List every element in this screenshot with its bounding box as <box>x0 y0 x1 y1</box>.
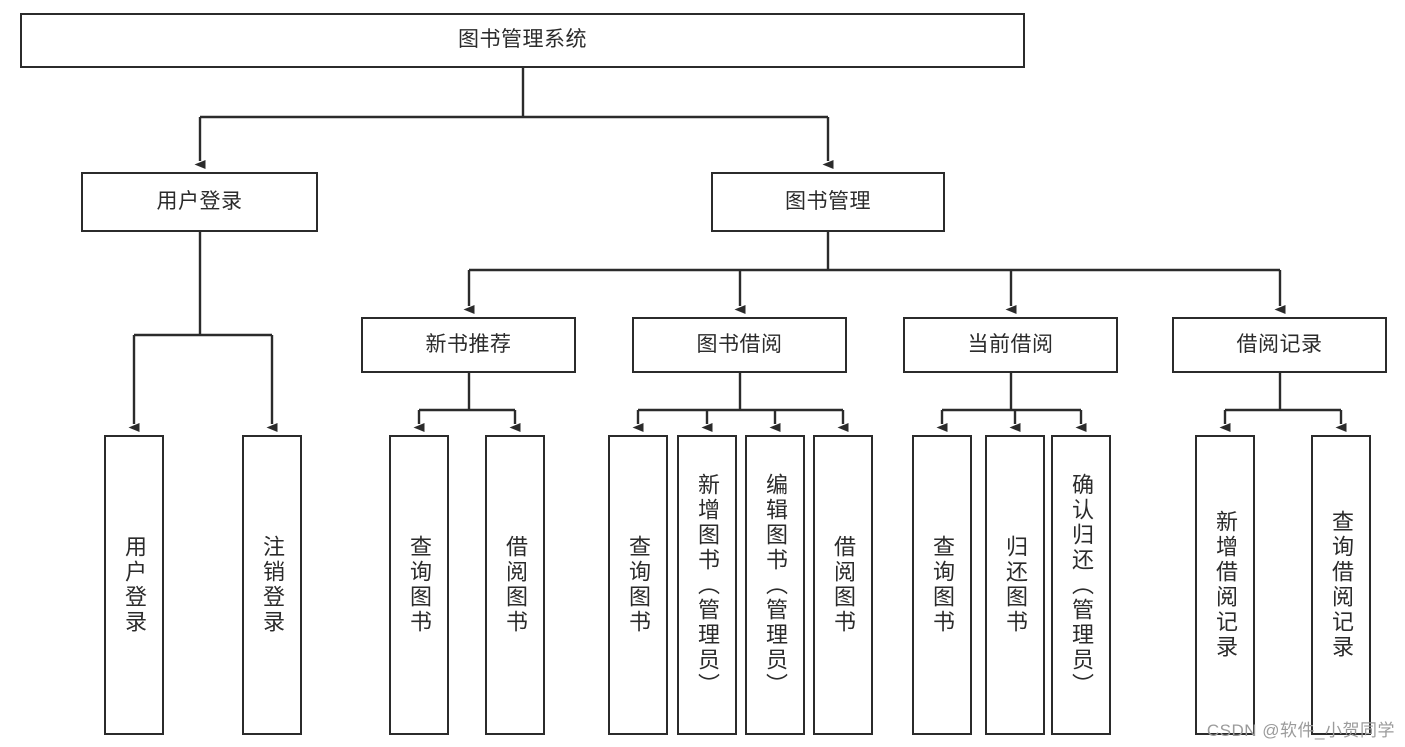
node-label-leaf-logout: 注销登录 <box>260 535 285 635</box>
node-leaf-return-book[interactable]: 归还图书 <box>985 435 1045 735</box>
node-label-leaf-query-borrow-record: 查询借阅记录 <box>1329 510 1354 660</box>
node-label-borrow-record: 借阅记录 <box>1236 332 1323 356</box>
node-leaf-query-book-recommend[interactable]: 查询图书 <box>389 435 449 735</box>
node-label-leaf-query-book-current: 查询图书 <box>930 535 955 635</box>
node-label-root: 图书管理系统 <box>458 28 587 52</box>
node-label-leaf-query-book-borrow: 查询图书 <box>626 535 651 635</box>
node-book-manage[interactable]: 图书管理 <box>711 172 945 232</box>
node-current-borrow[interactable]: 当前借阅 <box>903 317 1118 373</box>
watermark-text: CSDN @软件_小贺同学 <box>1206 721 1395 740</box>
node-label-book-borrow: 图书借阅 <box>696 332 783 356</box>
node-leaf-borrow-book-recommend[interactable]: 借阅图书 <box>485 435 545 735</box>
node-leaf-add-borrow-record[interactable]: 新增借阅记录 <box>1195 435 1255 735</box>
node-label-leaf-confirm-return: 确认归还（管理员） <box>1069 472 1094 698</box>
node-leaf-query-book-current[interactable]: 查询图书 <box>912 435 972 735</box>
node-label-leaf-return-book: 归还图书 <box>1003 535 1028 635</box>
node-label-leaf-add-borrow-record: 新增借阅记录 <box>1213 510 1238 660</box>
node-leaf-user-login[interactable]: 用户登录 <box>104 435 164 735</box>
node-leaf-logout[interactable]: 注销登录 <box>242 435 302 735</box>
node-new-book-recommend[interactable]: 新书推荐 <box>361 317 576 373</box>
node-label-leaf-edit-book: 编辑图书（管理员） <box>763 472 788 698</box>
node-leaf-confirm-return[interactable]: 确认归还（管理员） <box>1051 435 1111 735</box>
node-label-leaf-user-login: 用户登录 <box>122 535 147 635</box>
node-root[interactable]: 图书管理系统 <box>20 13 1025 68</box>
node-label-leaf-borrow-book: 借阅图书 <box>831 535 856 635</box>
node-label-book-manage: 图书管理 <box>785 189 871 213</box>
node-leaf-borrow-book[interactable]: 借阅图书 <box>813 435 873 735</box>
node-label-leaf-add-book: 新增图书（管理员） <box>695 472 720 698</box>
node-book-borrow[interactable]: 图书借阅 <box>632 317 847 373</box>
node-borrow-record[interactable]: 借阅记录 <box>1172 317 1387 373</box>
node-label-user-login: 用户登录 <box>156 189 243 213</box>
node-label-current-borrow: 当前借阅 <box>967 332 1054 356</box>
node-label-leaf-borrow-book-recommend: 借阅图书 <box>503 535 528 635</box>
node-label-leaf-query-book-recommend: 查询图书 <box>407 535 432 635</box>
node-user-login[interactable]: 用户登录 <box>81 172 318 232</box>
node-leaf-query-book-borrow[interactable]: 查询图书 <box>608 435 668 735</box>
node-leaf-add-book[interactable]: 新增图书（管理员） <box>677 435 737 735</box>
node-label-new-book-recommend: 新书推荐 <box>425 332 512 356</box>
node-leaf-edit-book[interactable]: 编辑图书（管理员） <box>745 435 805 735</box>
node-leaf-query-borrow-record[interactable]: 查询借阅记录 <box>1311 435 1371 735</box>
